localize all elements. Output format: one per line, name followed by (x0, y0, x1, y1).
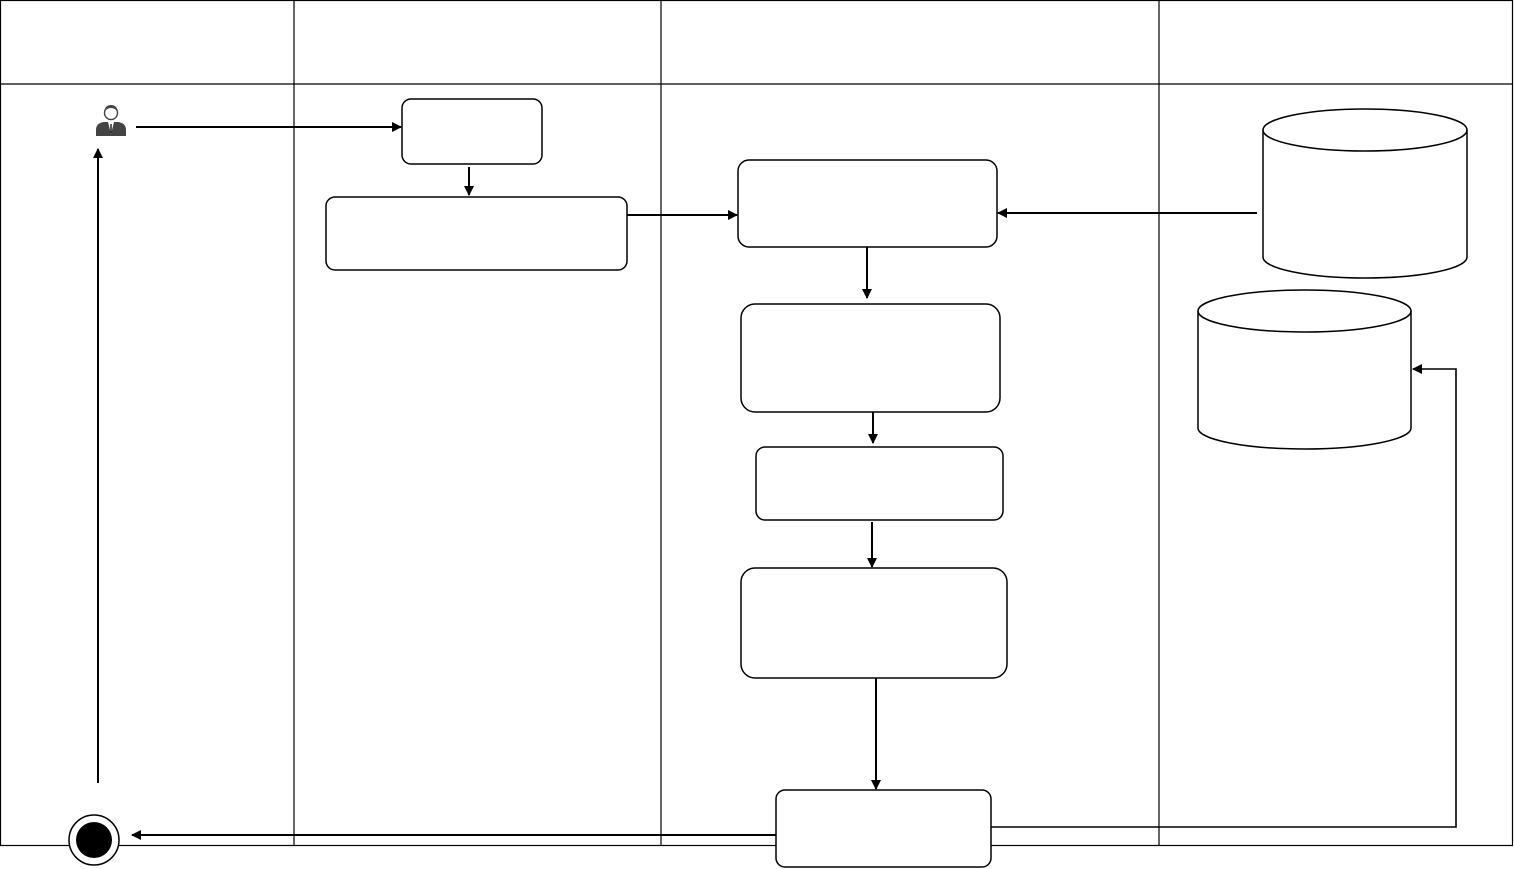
activity-node-4 (740, 303, 1001, 413)
lane-title-3 (661, 0, 1159, 84)
lane-grid (0, 0, 1514, 847)
activity-node-6-label (741, 568, 1007, 678)
activity-node-3-label (738, 160, 997, 247)
database-2-label (1198, 330, 1411, 430)
activity-node-7-label (776, 790, 991, 867)
database-1-label (1263, 150, 1467, 260)
database-icon (1262, 108, 1468, 279)
activity-node-1 (401, 98, 543, 165)
activity-node-5 (755, 446, 1004, 521)
lane-title-1 (0, 0, 294, 84)
user-icon (96, 105, 126, 136)
database-icon (1197, 289, 1412, 450)
edge-n7-to-db2 (991, 364, 1457, 828)
lane-title-2 (294, 0, 661, 84)
activity-node-7 (775, 789, 992, 868)
activity-node-2 (325, 196, 628, 271)
activity-node-5-label (756, 447, 1003, 520)
activity-node-4-label (741, 304, 1000, 412)
lane-frame (0, 0, 1514, 847)
activity-node-6 (740, 567, 1008, 679)
lane-title-4 (1159, 0, 1513, 84)
activity-node-2-label (326, 197, 627, 270)
final-state-icon (68, 814, 120, 866)
activity-node-1-label (402, 99, 542, 164)
